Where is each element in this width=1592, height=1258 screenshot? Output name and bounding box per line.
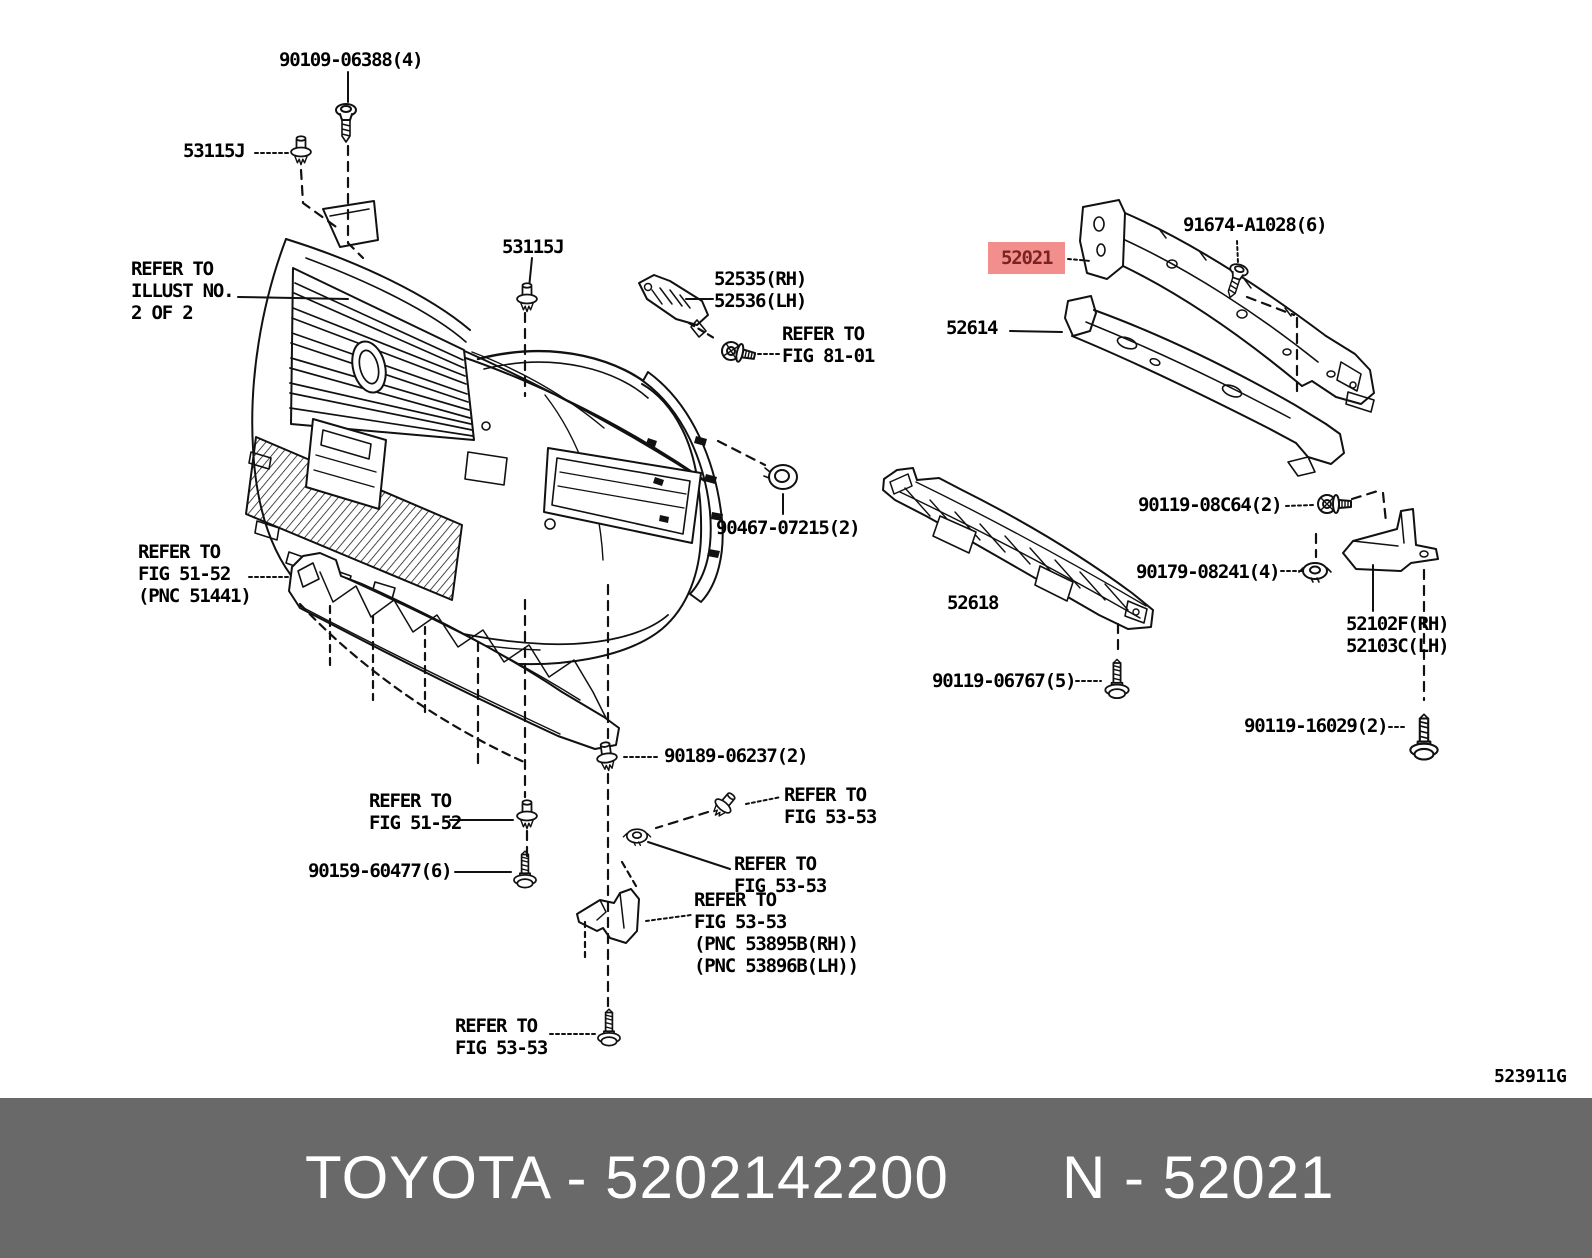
bumper-side-support-drawing — [638, 274, 709, 338]
skid-plate-drawing — [288, 552, 620, 750]
part-label-90189-06237[interactable]: 90189-06237(2) — [664, 745, 809, 767]
part-label-52021[interactable]: 52021 — [988, 242, 1066, 274]
corner-bracket-drawing — [576, 888, 640, 944]
note-refer-fig-51-52-pnc: REFER TO FIG 51-52 (PNC 51441) — [138, 541, 252, 607]
note-refer-fig-53-53-c: REFER TO FIG 53-53 — [455, 1015, 548, 1059]
part-label-90119-06767[interactable]: 90119-06767(5) — [932, 670, 1077, 692]
part-label-91674-a1028[interactable]: 91674-A1028(6) — [1183, 214, 1328, 236]
bumper-absorber-drawing — [1064, 295, 1345, 477]
part-label-90179-08241[interactable]: 90179-08241(4) — [1136, 561, 1281, 583]
part-label-90119-16029[interactable]: 90119-16029(2) — [1244, 715, 1389, 737]
note-refer-fig-53-53-pnc: REFER TO FIG 53-53 (PNC 53895B(RH)) (PNC… — [694, 889, 859, 977]
note-refer-illust: REFER TO ILLUST NO. 2 OF 2 — [131, 258, 235, 324]
side-bracket-drawing — [1342, 508, 1439, 572]
footer-banner: TOYOTA - 5202142200 N - 52021 — [0, 1098, 1592, 1258]
note-refer-fig-53-53-b: REFER TO FIG 53-53 — [734, 853, 827, 897]
diagram-code: 523911G — [1494, 1066, 1567, 1087]
assembly-dashed-lines — [298, 144, 1426, 1008]
banner-pnc: N - 52021 — [1062, 1144, 1335, 1211]
part-label-52618[interactable]: 52618 — [947, 592, 999, 614]
part-label-53115j-mid[interactable]: 53115J — [502, 236, 565, 258]
part-label-52102f-52103c[interactable]: 52102F(RH) 52103C(LH) — [1346, 613, 1450, 657]
bumper-reinforcement-drawing — [1079, 199, 1375, 413]
part-label-52614[interactable]: 52614 — [946, 317, 998, 339]
part-label-53115j-top[interactable]: 53115J — [183, 140, 246, 162]
part-label-90119-08c64[interactable]: 90119-08C64(2) — [1138, 494, 1283, 516]
bumper-cover-drawing — [245, 200, 724, 666]
part-label-90467-07215[interactable]: 90467-07215(2) — [716, 517, 861, 539]
note-refer-fig-51-52-b: REFER TO FIG 51-52 — [369, 790, 462, 834]
note-refer-fig-81-01: REFER TO FIG 81-01 — [782, 323, 875, 367]
part-label-52535-52536[interactable]: 52535(RH) 52536(LH) — [714, 268, 807, 312]
under-cover-drawing — [882, 467, 1154, 630]
leader-lines — [237, 71, 1407, 1035]
part-label-90159-60477[interactable]: 90159-60477(6) — [308, 860, 453, 882]
part-label-90109-06388[interactable]: 90109-06388(4) — [279, 49, 424, 71]
banner-part-number: TOYOTA - 5202142200 — [305, 1144, 949, 1211]
note-refer-fig-53-53-a: REFER TO FIG 53-53 — [784, 784, 877, 828]
